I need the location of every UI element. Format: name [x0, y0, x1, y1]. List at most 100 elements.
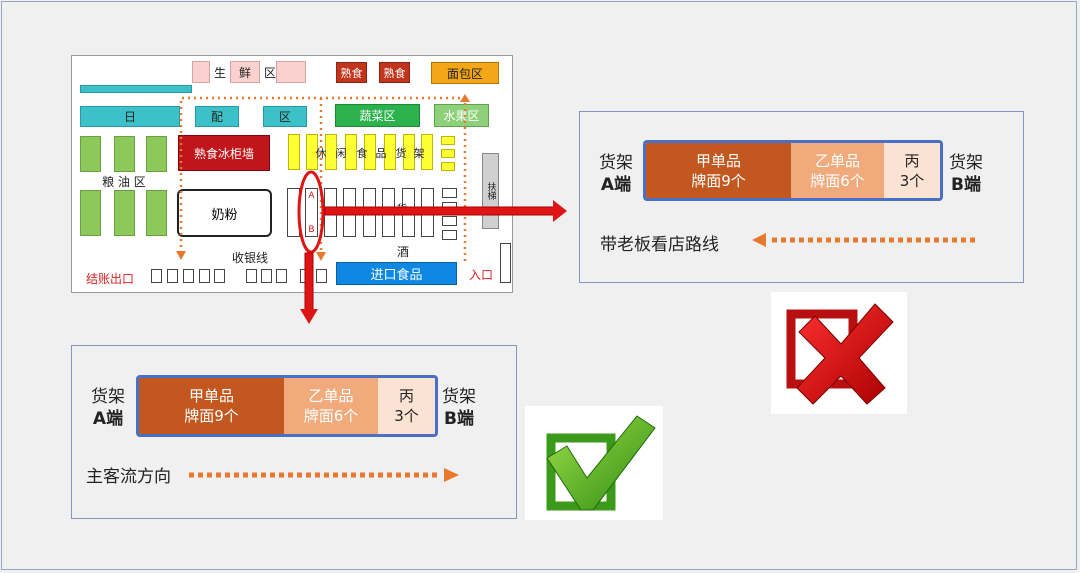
grain-shelf-6	[146, 190, 167, 236]
panel-right-end-a: 货架 A端	[594, 152, 638, 196]
grain-oil-label: 粮 油 区	[102, 174, 146, 189]
segment-c-facing: 3个	[899, 171, 925, 190]
snack-shelf-7	[403, 134, 415, 170]
snack-shelf-1	[288, 134, 300, 170]
store-floorplan	[71, 55, 513, 293]
grain-shelf-4	[80, 190, 101, 236]
cashier-box-3	[183, 269, 194, 283]
yellow-square-1	[441, 136, 455, 145]
checkout-exit-label: 结账出口	[85, 271, 134, 286]
cashier-box-6	[246, 269, 257, 283]
cooked-food-1: 熟食	[336, 62, 367, 83]
panel-left-end-a: 货架 A端	[86, 386, 130, 430]
highlighted-shelf	[305, 188, 318, 237]
end-a-name: A端	[600, 175, 632, 195]
entrance-gate	[500, 243, 511, 283]
milk-powder-zone: 奶粉	[177, 189, 272, 237]
fresh-label-2: 鲜	[230, 61, 260, 83]
red-arrow-right	[324, 200, 567, 222]
fruit-zone: 水果区	[434, 104, 489, 127]
fresh-block-2	[276, 61, 306, 83]
vegetable-zone: 蔬菜区	[335, 104, 420, 127]
end-a-caption: 货架	[599, 153, 633, 173]
snack-shelf-2	[306, 134, 318, 170]
shelf-end-a-label: A	[308, 191, 315, 201]
end-b-name: B端	[951, 175, 981, 195]
route-dots	[179, 96, 467, 262]
daily-zone-2: 配	[195, 106, 239, 127]
liquor-label: 酒	[396, 244, 409, 259]
cashier-box-7	[261, 269, 272, 283]
segment-b-title: 乙单品	[814, 151, 860, 170]
segment-a: 甲单品 牌面9个	[139, 378, 284, 434]
small-box-1	[442, 188, 457, 198]
small-box-4	[442, 230, 457, 240]
cashier-box-10	[316, 269, 327, 283]
grain-shelf-2	[114, 136, 135, 172]
snack-shelf-6	[384, 134, 396, 170]
boss-route-label: 带老板看店路线	[600, 235, 719, 255]
snack-shelf-4	[345, 134, 357, 170]
end-a-name: A端	[92, 409, 124, 429]
cooked-food-2: 熟食	[379, 62, 410, 83]
segment-c-facing: 3个	[394, 407, 419, 425]
correct-icon	[546, 415, 656, 511]
segment-a-title: 甲单品	[188, 387, 234, 405]
daily-zone-3: 区	[263, 106, 307, 127]
cashier-box-2	[167, 269, 178, 283]
segment-c-title: 丙	[904, 151, 920, 170]
fresh-label-3: 区	[263, 65, 276, 80]
panel-right-end-b: 货架 B端	[944, 152, 988, 196]
segment-a-facing: 牌面9个	[184, 407, 239, 425]
shelf-bar-right: 甲单品 牌面9个 乙单品 牌面6个 丙 3个	[643, 140, 943, 201]
cashier-box-4	[199, 269, 210, 283]
segment-b: 乙单品 牌面6个	[284, 378, 378, 434]
snack-label-5: 货	[395, 147, 407, 160]
snack-label-3: 食	[356, 147, 368, 160]
deli-freezer-wall: 熟食冰柜墙	[178, 135, 270, 171]
segment-c: 丙 3个	[378, 378, 435, 434]
imported-food-zone: 进口食品	[336, 262, 457, 285]
yellow-square-3	[441, 162, 455, 171]
snack-label-2: 闲	[335, 147, 347, 160]
end-b-name: B端	[444, 409, 474, 429]
snack-label-6: 架	[413, 147, 425, 160]
cashier-box-8	[276, 269, 287, 283]
segment-b: 乙单品 牌面6个	[791, 143, 884, 198]
route-arrowheads	[176, 94, 470, 261]
segment-b-facing: 牌面6个	[810, 171, 865, 190]
segment-b-facing: 牌面6个	[303, 407, 359, 425]
small-box-3	[442, 216, 457, 226]
customer-flow-arrow	[189, 468, 459, 482]
yellow-square-2	[441, 149, 455, 158]
customer-flow-label: 主客流方向	[86, 467, 171, 487]
grain-shelf-5	[114, 190, 135, 236]
wrong-icon	[786, 303, 894, 405]
cashier-box-5	[214, 269, 225, 283]
end-b-caption: 货架	[442, 387, 476, 407]
grain-shelf-3	[146, 136, 167, 172]
shelf-end-b-label: B	[308, 225, 315, 235]
highlight-ellipse	[297, 170, 325, 254]
segment-c-title: 丙	[398, 387, 414, 405]
shelf-bar-left: 甲单品 牌面9个 乙单品 牌面6个 丙 3个	[136, 375, 438, 437]
panel-left-end-b: 货架 B端	[437, 386, 481, 430]
end-b-caption: 货架	[949, 153, 983, 173]
grain-shelf-1	[80, 136, 101, 172]
escalator-label: 扶梯	[485, 182, 496, 200]
fresh-block-1	[192, 61, 210, 83]
red-arrow-down	[300, 252, 318, 324]
snack-shelf-8	[421, 134, 433, 170]
snack-label-4: 品	[375, 147, 387, 160]
snack-shelf-3	[325, 134, 337, 170]
daily-zone-1: 日	[80, 106, 180, 127]
snack-shelf-5	[364, 134, 376, 170]
segment-a-title: 甲单品	[695, 151, 741, 170]
cashier-line-label: 收银线	[231, 250, 268, 265]
segment-a-facing: 牌面9个	[691, 171, 746, 190]
entrance-label: 入口	[468, 267, 493, 282]
segment-b-title: 乙单品	[308, 387, 354, 405]
segment-c: 丙 3个	[884, 143, 940, 198]
